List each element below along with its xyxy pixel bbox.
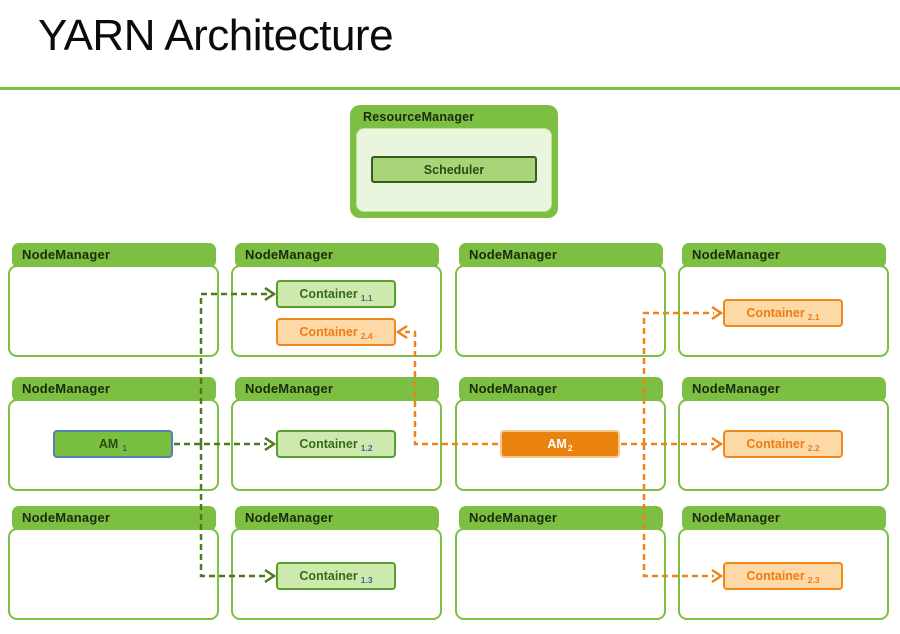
node-manager-label: NodeManager (245, 510, 334, 525)
node-manager-header: NodeManager (12, 377, 216, 402)
node-manager-r1c3: NodeManager (455, 243, 666, 357)
resource-manager-label: ResourceManager (363, 110, 475, 124)
container-1.2-label: Container (299, 437, 358, 451)
container-2.3-label: Container (746, 569, 805, 583)
node-manager-body (455, 528, 666, 620)
container-1.1-subscript: 1.1 (360, 293, 373, 303)
container-2.4-subscript: 2.4 (360, 331, 373, 341)
node-manager-label: NodeManager (22, 510, 111, 525)
am-2-subscript: 2 (567, 443, 573, 453)
title-divider (0, 87, 900, 90)
node-manager-label: NodeManager (22, 247, 111, 262)
node-manager-r3c1: NodeManager (8, 506, 219, 620)
node-manager-label: NodeManager (469, 381, 558, 396)
container-2.1-subscript: 2.1 (807, 312, 820, 322)
node-manager-label: NodeManager (692, 247, 781, 262)
node-manager-header: NodeManager (12, 506, 216, 531)
node-manager-header: NodeManager (682, 243, 886, 268)
node-manager-label: NodeManager (692, 381, 781, 396)
container-1.3-label: Container (299, 569, 358, 583)
node-manager-header: NodeManager (235, 243, 439, 268)
resource-manager-box: ResourceManager Scheduler (350, 105, 558, 218)
node-manager-label: NodeManager (692, 510, 781, 525)
node-manager-label: NodeManager (245, 381, 334, 396)
container-2.4-label: Container (299, 325, 358, 339)
node-manager-header: NodeManager (459, 243, 663, 268)
node-manager-body (455, 265, 666, 357)
resource-manager-body: Scheduler (356, 128, 552, 212)
container-2.2-subscript: 2.2 (807, 443, 820, 453)
am-2-label: AM (547, 437, 567, 451)
container-1.1-label: Container (299, 287, 358, 301)
container-2.1-label: Container (746, 306, 805, 320)
node-manager-label: NodeManager (469, 247, 558, 262)
container-2.2-label: Container (746, 437, 805, 451)
page-title: YARN Architecture (38, 11, 394, 60)
am-1-label: AM (98, 437, 119, 451)
container-2.3-subscript: 2.3 (807, 575, 820, 585)
node-manager-header: NodeManager (12, 243, 216, 268)
am-1-subscript: 1 (122, 443, 128, 453)
scheduler-box: Scheduler (371, 156, 537, 183)
node-manager-label: NodeManager (469, 510, 558, 525)
node-manager-r1c1: NodeManager (8, 243, 219, 357)
node-manager-r3c3: NodeManager (455, 506, 666, 620)
node-manager-header: NodeManager (459, 506, 663, 531)
container-1.2-subscript: 1.2 (360, 443, 373, 453)
node-manager-body (8, 528, 219, 620)
node-manager-label: NodeManager (22, 381, 111, 396)
node-manager-body (8, 265, 219, 357)
node-manager-label: NodeManager (245, 247, 334, 262)
container-1.3-subscript: 1.3 (360, 575, 373, 585)
